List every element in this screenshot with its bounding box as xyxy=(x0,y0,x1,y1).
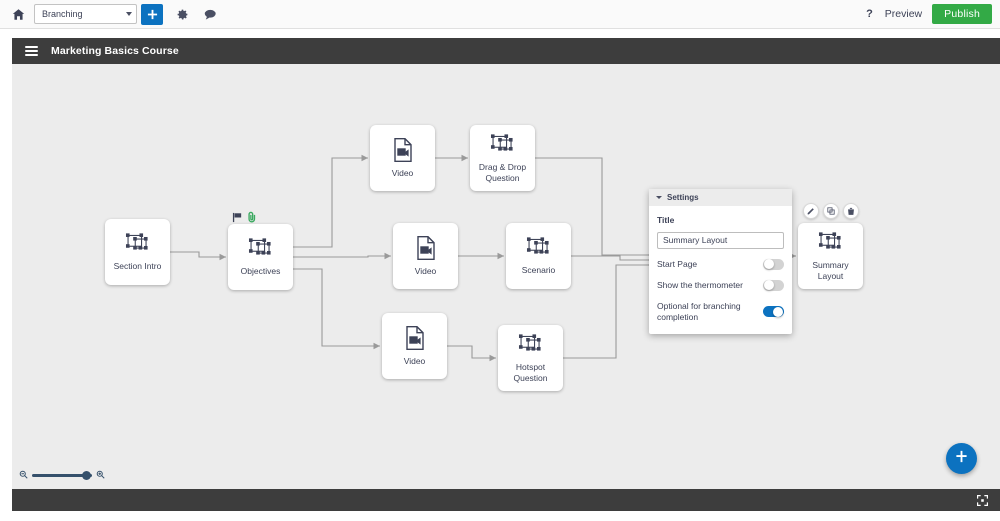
layout-icon xyxy=(124,232,151,256)
bottom-bar xyxy=(12,489,1000,511)
paperclip-icon[interactable] xyxy=(248,210,257,228)
zoom-control xyxy=(19,466,105,484)
setting-row-optional-branching: Optional for branching completion xyxy=(657,301,784,323)
title-input[interactable] xyxy=(657,231,784,249)
node-label: Section Intro xyxy=(113,261,162,271)
node-action-toolbar xyxy=(803,203,859,219)
node-summary-layout[interactable]: Summary Layout xyxy=(798,223,863,289)
node-hotspot-question[interactable]: Hotspot Question xyxy=(498,325,563,391)
top-toolbar: Branching ? Preview Publish xyxy=(0,0,1000,29)
node-label: Drag & Drop Question xyxy=(478,161,527,183)
pencil-icon[interactable] xyxy=(803,203,819,219)
node-label: Video xyxy=(391,168,414,178)
node-video-top[interactable]: Video xyxy=(370,125,435,191)
video-icon xyxy=(415,235,437,261)
hamburger-icon[interactable] xyxy=(25,44,38,59)
setting-row-thermometer: Show the thermometer xyxy=(657,279,784,291)
layout-icon xyxy=(525,236,552,260)
video-icon xyxy=(404,325,426,351)
start-page-toggle[interactable] xyxy=(763,258,784,270)
preview-button[interactable]: Preview xyxy=(884,8,923,20)
node-scenario[interactable]: Scenario xyxy=(506,223,571,289)
settings-panel-title: Settings xyxy=(667,193,699,202)
node-label: Hotspot Question xyxy=(513,361,548,383)
plus-icon xyxy=(955,450,968,468)
settings-panel-header[interactable]: Settings xyxy=(649,189,792,206)
publish-button[interactable]: Publish xyxy=(932,4,992,24)
node-video-mid[interactable]: Video xyxy=(393,223,458,289)
magnifier-plus-icon[interactable] xyxy=(96,466,105,484)
node-label: Scenario xyxy=(521,265,556,275)
branching-canvas[interactable]: Section Intro xyxy=(12,64,1000,489)
magnifier-minus-icon[interactable] xyxy=(19,466,28,484)
trash-icon[interactable] xyxy=(843,203,859,219)
zoom-slider-handle[interactable] xyxy=(82,470,91,480)
layout-icon xyxy=(817,231,844,255)
setting-label: Start Page xyxy=(657,258,698,269)
video-icon xyxy=(392,137,414,163)
caret-down-icon xyxy=(656,196,662,199)
node-label: Summary Layout xyxy=(812,259,849,281)
setting-label: Show the thermometer xyxy=(657,279,743,290)
node-label: Objectives xyxy=(240,266,281,276)
title-field-label: Title xyxy=(657,215,675,225)
node-video-bottom[interactable]: Video xyxy=(382,313,447,379)
node-label: Video xyxy=(414,266,437,276)
view-mode-value: Branching xyxy=(42,9,83,19)
gear-icon[interactable] xyxy=(174,5,191,23)
flag-icon[interactable] xyxy=(232,210,243,228)
chevron-down-icon xyxy=(126,12,132,16)
layout-icon xyxy=(489,133,516,157)
settings-panel: Settings Title Start Page Show the therm… xyxy=(649,189,792,334)
fullscreen-icon[interactable] xyxy=(977,494,988,506)
toolbar-right-group: ? Preview Publish xyxy=(860,4,992,24)
setting-row-start-page: Start Page xyxy=(657,258,784,270)
view-mode-select[interactable]: Branching xyxy=(34,4,137,24)
node-drag-drop-question[interactable]: Drag & Drop Question xyxy=(470,125,535,191)
node-objectives[interactable]: Objectives xyxy=(228,224,293,290)
node-label: Video xyxy=(403,356,426,366)
home-icon[interactable] xyxy=(8,4,28,24)
layout-icon xyxy=(247,237,274,261)
page-title: Marketing Basics Course xyxy=(51,45,179,57)
zoom-slider[interactable] xyxy=(32,470,92,480)
course-header: Marketing Basics Course xyxy=(12,38,1000,64)
optional-branching-toggle[interactable] xyxy=(763,306,784,317)
comment-icon[interactable] xyxy=(202,5,219,23)
help-button[interactable]: ? xyxy=(866,8,873,20)
add-content-button[interactable] xyxy=(141,3,163,25)
copy-icon[interactable] xyxy=(823,203,839,219)
node-section-intro[interactable]: Section Intro xyxy=(105,219,170,285)
show-thermometer-toggle[interactable] xyxy=(763,279,784,291)
settings-panel-body: Title Start Page Show the thermometer Op… xyxy=(649,206,792,334)
add-node-fab[interactable] xyxy=(946,443,977,474)
node-badges xyxy=(232,210,257,228)
layout-icon xyxy=(517,333,544,357)
setting-label: Optional for branching completion xyxy=(657,300,741,322)
